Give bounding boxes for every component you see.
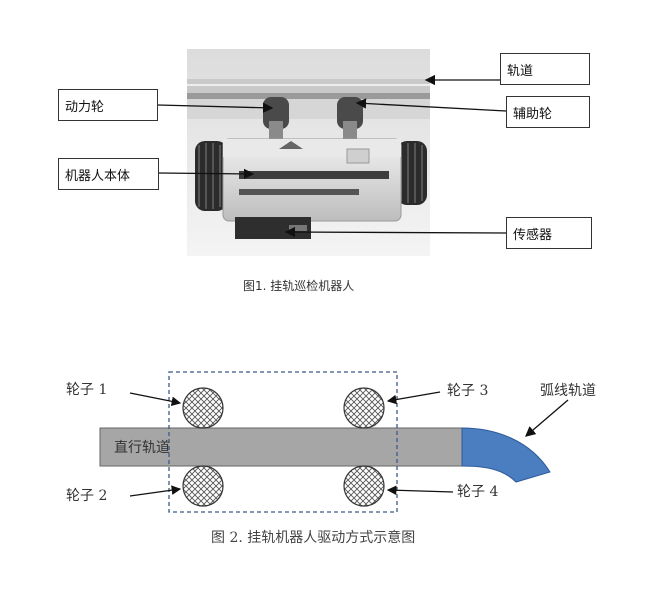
wheel-1-label: 轮子 1	[66, 382, 108, 398]
label-robot-body: 机器人本体	[58, 158, 159, 190]
sensor-leader	[284, 226, 507, 238]
wheel-2	[182, 465, 224, 507]
robot-photo	[187, 49, 430, 256]
wheel-3	[343, 387, 385, 429]
wheel-3-label: 轮子 3	[447, 383, 489, 399]
figure1-caption: 图1. 挂轨巡检机器人	[243, 279, 355, 293]
wheel-4-leader	[386, 485, 454, 496]
label-track: 轨道	[500, 53, 590, 85]
wheel-2-label: 轮子 2	[66, 488, 108, 504]
wheel-2-leader	[129, 485, 182, 497]
wheel-4-label: 轮子 4	[457, 484, 499, 500]
label-drive-wheel: 动力轮	[58, 89, 158, 121]
wheel-3-leader	[386, 391, 441, 405]
wheel-1-leader	[129, 392, 182, 407]
robot-body-leader	[158, 168, 255, 180]
wheel-1	[182, 387, 224, 429]
arc-track-label: 弧线轨道	[540, 383, 596, 399]
label-sensor: 传感器	[506, 217, 592, 249]
aux-wheel-leader	[355, 98, 507, 112]
arc-track-leader	[525, 399, 569, 437]
robot-frame	[168, 371, 398, 513]
figure2-caption: 图 2. 挂轨机器人驱动方式示意图	[211, 530, 416, 546]
arc-track	[461, 427, 551, 483]
label-aux-wheel: 辅助轮	[506, 96, 590, 128]
straight-track-label: 直行轨道	[114, 440, 170, 456]
drive-wheel-leader	[157, 102, 274, 113]
straight-track	[99, 427, 463, 467]
wheel-4	[343, 465, 385, 507]
